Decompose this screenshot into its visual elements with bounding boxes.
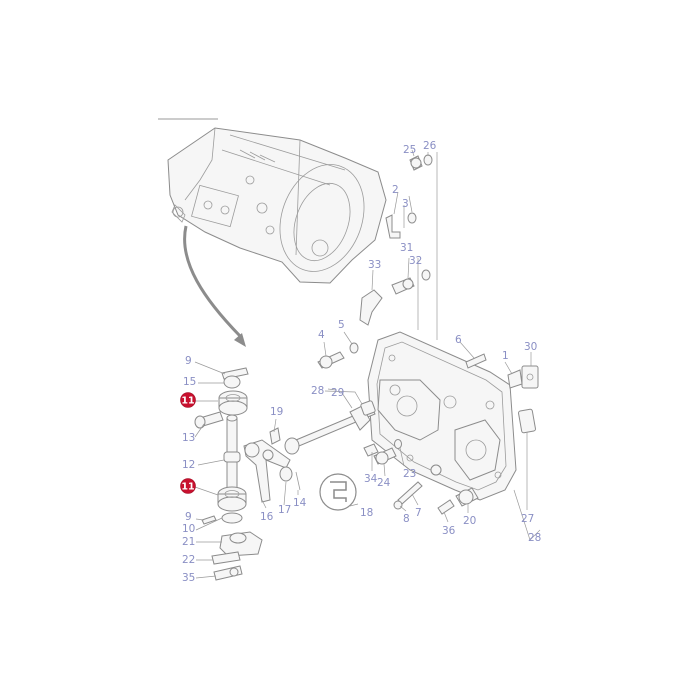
callout-3: 3 [402,198,409,210]
parts-top-right [359,154,433,326]
left-assembly [194,367,263,581]
callout-29: 29 [331,387,344,399]
callout-5: 5 [338,319,345,331]
callout-20: 20 [463,515,476,527]
callout-27: 27 [521,513,534,525]
callout-31: 31 [400,242,413,254]
callout-9-top: 9 [185,355,192,367]
callout-33: 33 [368,259,381,271]
callout-13: 13 [182,432,195,444]
callout-26: 26 [423,140,437,152]
symbol-18 [319,473,357,511]
parts-16-17-14-19 [243,427,301,503]
callout-1: 1 [502,350,509,362]
callout-30: 30 [524,341,537,353]
callout-18: 18 [360,507,373,519]
transmission-housing [167,127,387,284]
callout-21: 21 [182,536,195,548]
detail-arrow-head [234,333,246,347]
highlighted-callout-bottom: 11 [180,478,196,494]
callout-22: 22 [182,554,195,566]
highlight-label-11-top: 11 [181,396,194,407]
callout-8: 8 [403,513,410,525]
callout-28-bottom: 28 [528,532,541,544]
callout-14: 14 [293,497,307,509]
parts-4-5 [317,342,359,369]
callout-28-top: 28 [311,385,324,397]
callout-4: 4 [318,329,325,341]
parts-34-24-23 [363,439,442,476]
callout-2: 2 [392,184,399,196]
callout-35: 35 [182,572,195,584]
highlight-label-11-bottom: 11 [181,482,194,493]
callout-7: 7 [415,507,422,519]
callout-19: 19 [270,406,283,418]
callout-17: 17 [278,504,291,516]
leader-lines [194,149,541,579]
callout-36: 36 [442,525,456,537]
parts-8-7 [393,481,423,510]
callout-6: 6 [455,334,462,346]
parts-6-1-30 [465,353,539,389]
callout-24: 24 [377,477,391,489]
callout-25: 25 [403,144,416,156]
highlighted-callout-top: 11 [180,392,196,408]
callout-15: 15 [183,376,196,388]
parts-36-20 [437,487,479,515]
callout-23: 23 [403,468,416,480]
callout-12: 12 [182,459,195,471]
callout-9-bottom: 9 [185,511,192,523]
part-27 [518,408,536,434]
callout-32: 32 [409,255,422,267]
callout-10: 10 [182,523,195,535]
detail-arrow [183,225,242,338]
cover-plate [367,331,517,501]
callout-16: 16 [260,511,274,523]
callout-labels: 25 26 2 3 31 32 33 4 5 6 1 30 9 15 19 28… [182,140,541,584]
callout-34: 34 [364,473,378,485]
shift-rod [284,400,376,455]
